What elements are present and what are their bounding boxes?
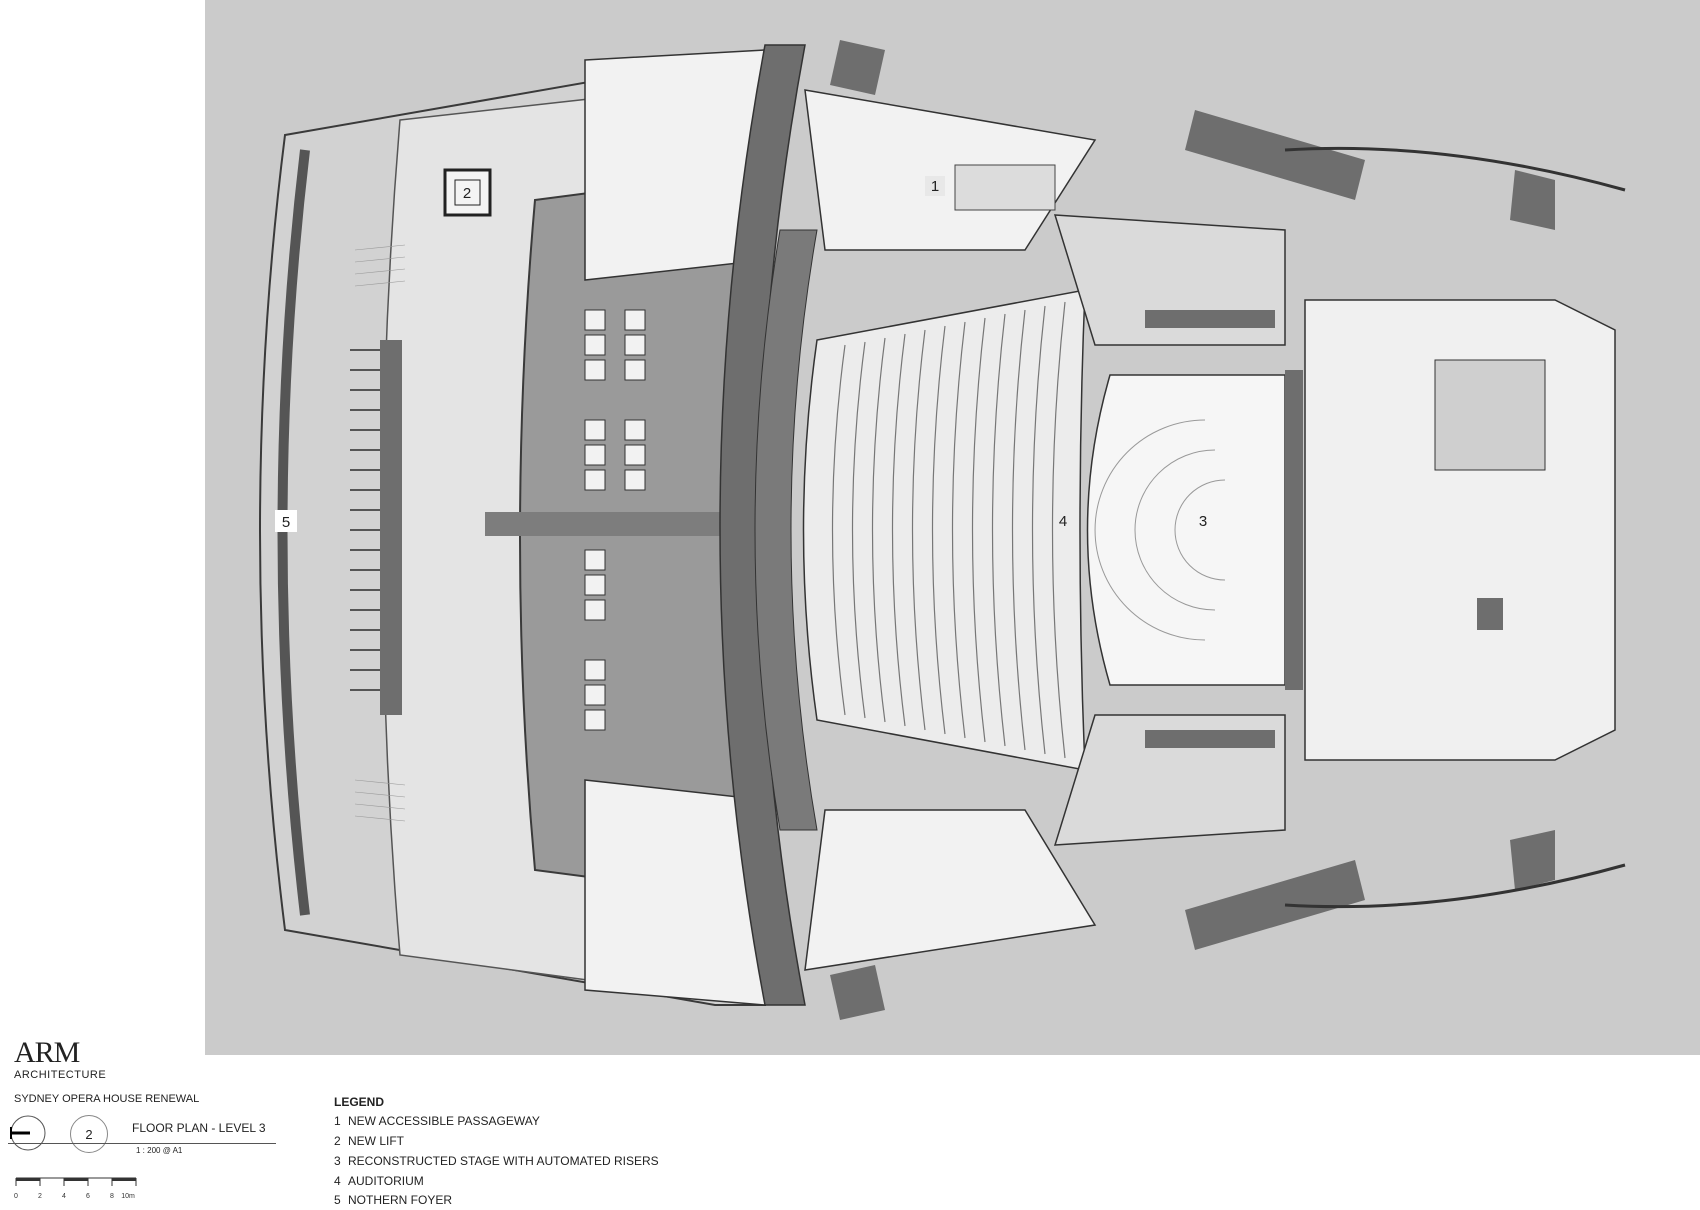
legend-item-1: 1 NEW ACCESSIBLE PASSAGEWAY [334, 1114, 540, 1128]
legend-item-3-num: 3 [334, 1154, 341, 1168]
foyer-balustrade-ticks [350, 349, 380, 691]
scale-tick-10: 10m [121, 1193, 135, 1200]
legend-item-3-label: RECONSTRUCTED STAGE WITH AUTOMATED RISER… [348, 1154, 659, 1168]
south-terrace-edge [1284, 863, 1626, 909]
stage-riser-arcs [1094, 419, 1226, 641]
legend-item-2: 2 NEW LIFT [334, 1134, 404, 1148]
auditorium-second-wall [754, 229, 818, 831]
legend-item-5-num: 5 [334, 1193, 341, 1207]
foyer-balustrade [380, 340, 402, 715]
room-label-1-text: 1 [931, 178, 939, 195]
auditorium-seat-rows [831, 301, 1066, 759]
south-passageway [804, 809, 1097, 971]
toilet-cubicles [584, 309, 646, 731]
auditorium [802, 289, 1086, 771]
legend-item-1-label: NEW ACCESSIBLE PASSAGEWAY [348, 1114, 540, 1128]
legend-item-4: 4 AUDITORIUM [334, 1174, 424, 1188]
legend-item-5: 5 NOTHERN FOYER [334, 1193, 452, 1207]
legend-item-1-num: 1 [334, 1114, 341, 1128]
south-wing-wall [1145, 730, 1275, 748]
room-label-4: 4 [1059, 513, 1067, 530]
arm-logo: ARM [14, 1036, 80, 1069]
arm-logo-subtitle: ARCHITECTURE [14, 1069, 107, 1081]
project-name: SYDNEY OPERA HOUSE RENEWAL [14, 1093, 200, 1105]
room-label-1: 1 [925, 176, 945, 196]
north-wing-wall [1145, 310, 1275, 328]
drawing-number-bubble: 2 [70, 1115, 108, 1153]
drawing-scale: 1 : 200 @ A1 [136, 1146, 183, 1155]
room-label-5-text: 5 [282, 514, 290, 531]
legend-item-2-num: 2 [334, 1134, 341, 1148]
room-label-4-text: 4 [1059, 513, 1067, 530]
north-arrow-icon [10, 1115, 46, 1151]
north-terrace-edge [1284, 146, 1626, 192]
room-label-2-text: 2 [463, 185, 471, 202]
graphic-scale-bar: 0 2 4 6 8 10m [14, 1177, 137, 1200]
title-divider [8, 1143, 276, 1144]
scale-tick-8: 8 [110, 1193, 114, 1200]
drawing-number: 2 [85, 1126, 93, 1142]
north-west-shell [830, 40, 885, 95]
floor-plan-drawing: 1 2 3 4 5 [205, 0, 1700, 1055]
room-label-5: 5 [275, 510, 297, 532]
scale-tick-0: 0 [14, 1193, 18, 1200]
south-shell-fragment [1185, 860, 1365, 950]
north-east-shell [1510, 170, 1555, 230]
legend-item-4-num: 4 [334, 1174, 341, 1188]
drawing-title: FLOOR PLAN - LEVEL 3 [132, 1121, 266, 1135]
scale-tick-2: 2 [38, 1193, 42, 1200]
foyer-stair-lines [354, 244, 406, 822]
room-label-2: 2 [456, 181, 478, 203]
backstage-rooms [1434, 359, 1546, 471]
room-label-3-text: 3 [1199, 513, 1207, 530]
passageway-ramp [954, 164, 1056, 211]
north-shell-fragment [1185, 110, 1365, 200]
stage-proscenium-wall [1285, 370, 1303, 690]
legend-item-3: 3 RECONSTRUCTED STAGE WITH AUTOMATED RISE… [334, 1154, 659, 1168]
reconstructed-stage [1086, 374, 1286, 686]
legend-title: LEGEND [334, 1095, 385, 1109]
backstage-lift [1477, 598, 1503, 630]
legend-item-2-label: NEW LIFT [348, 1134, 404, 1148]
legend-item-5-label: NOTHERN FOYER [348, 1193, 453, 1207]
scale-tick-4: 4 [62, 1193, 66, 1200]
south-east-shell [1510, 830, 1555, 890]
scale-tick-6: 6 [86, 1193, 90, 1200]
south-west-shell [830, 965, 885, 1020]
room-label-3: 3 [1199, 513, 1207, 530]
lift-shaft [454, 179, 481, 206]
legend-item-4-label: AUDITORIUM [348, 1174, 424, 1188]
